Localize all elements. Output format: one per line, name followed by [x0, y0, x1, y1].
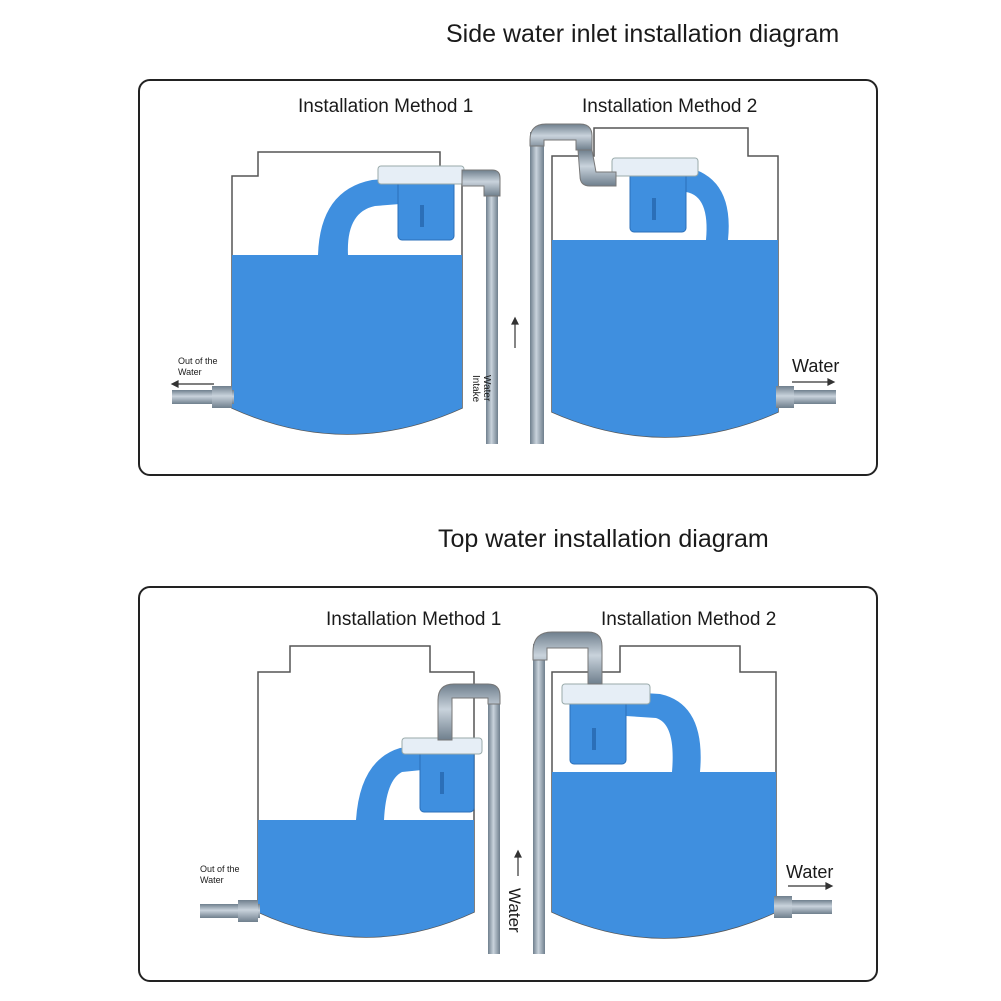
- float-valve-head: [377, 165, 465, 185]
- inlet-pipe: [533, 644, 545, 954]
- float-arm: [318, 178, 400, 255]
- float-valve-body: [419, 745, 475, 813]
- top-tank-1-water: [258, 820, 474, 937]
- float-valve-head: [561, 683, 651, 705]
- side-intake-label: Water Intake: [470, 375, 492, 403]
- float-arm: [356, 746, 422, 820]
- top-water-label: Water: [786, 862, 834, 882]
- top-arrows: [514, 849, 834, 890]
- top-intake-label: Water: [505, 888, 524, 933]
- top-tank-1: [200, 645, 501, 954]
- side-tank-2: [529, 123, 836, 444]
- top-tank-2-water: [552, 772, 776, 938]
- side-method1-label: Installation Method 1: [298, 96, 474, 117]
- side-diagram-title: Side water inlet installation diagram: [446, 20, 840, 48]
- side-arrows: [170, 316, 836, 388]
- top-tank-2: [532, 631, 832, 954]
- side-water-label: Water: [792, 356, 840, 376]
- float-valve-body: [569, 699, 627, 765]
- float-valve-head: [611, 157, 699, 177]
- top-outlet-label: Out of the Water: [200, 864, 240, 885]
- top-diagram-title: Top water installation diagram: [438, 525, 769, 553]
- top-method2-label: Installation Method 2: [601, 609, 777, 630]
- inlet-pipe: [530, 132, 544, 444]
- side-tank-2-water: [552, 240, 778, 437]
- float-arm: [626, 692, 701, 772]
- inlet-pipe: [488, 694, 500, 954]
- side-outlet-label: Out of the Water: [178, 356, 218, 377]
- float-valve-body: [629, 167, 687, 233]
- inlet-pipe: [486, 190, 498, 444]
- float-valve-body: [397, 175, 455, 241]
- top-method1-label: Installation Method 1: [326, 609, 502, 630]
- side-tank-1-water: [232, 255, 462, 434]
- side-method2-label: Installation Method 2: [582, 96, 758, 117]
- side-tank-1: [172, 151, 501, 444]
